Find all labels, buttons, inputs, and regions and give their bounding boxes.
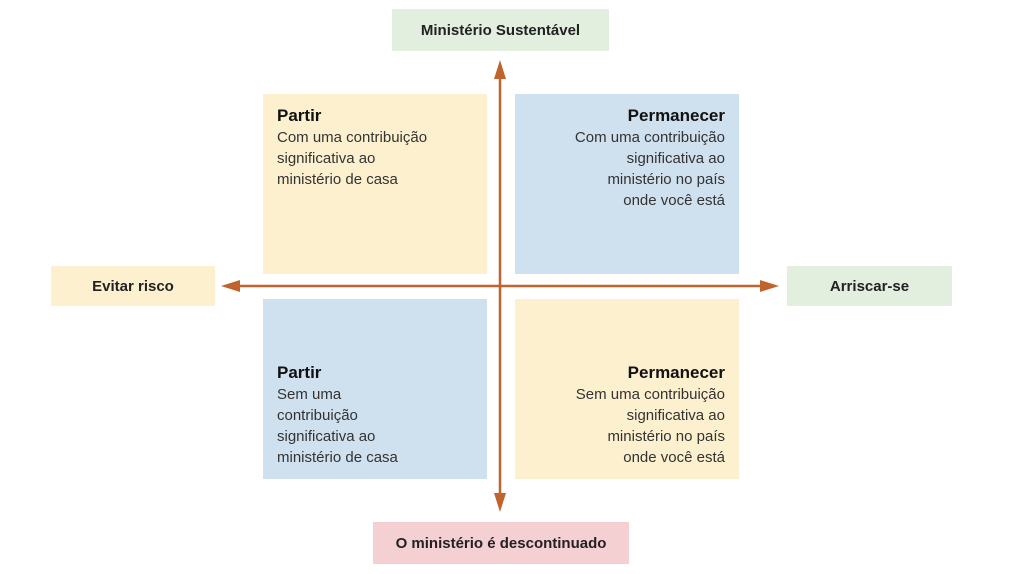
quadrant-text-line: Com uma contribuição	[277, 129, 428, 146]
arrow-right-head	[760, 280, 779, 292]
quadrant-text-line: significativa ao	[277, 150, 376, 167]
quadrant-text-line: Com uma contribuição	[574, 129, 725, 146]
quadrant-title: Partir	[277, 106, 322, 125]
quadrant-text-line: ministério de casa	[277, 449, 398, 466]
quadrant-text-line: significativa ao	[277, 428, 376, 445]
quadrant-text-line: Sem uma	[277, 386, 342, 403]
quadrant-bottom-right: Permanecer Sem uma contribuição signific…	[515, 299, 739, 479]
quadrant-bottom-left: Partir Sem uma contribuição significativ…	[263, 299, 487, 479]
arrow-up-head	[494, 60, 506, 79]
quadrant-title: Permanecer	[627, 106, 725, 125]
quadrant-text-line: onde você está	[623, 449, 725, 466]
quadrant-text-line: significativa ao	[626, 150, 725, 167]
quadrant-top-right: Permanecer Com uma contribuição signific…	[515, 94, 739, 274]
quadrant-text-line: ministério no país	[607, 171, 725, 188]
quadrant-top-left: Partir Com uma contribuição significativ…	[263, 94, 487, 274]
quadrant-text-line: significativa ao	[626, 407, 725, 424]
quadrant-text-line: ministério de casa	[277, 171, 398, 188]
quadrant-title: Partir	[277, 363, 322, 382]
quadrant-text-line: contribuição	[277, 407, 358, 424]
quadrant-title: Permanecer	[627, 363, 725, 382]
label-take-risk: Arriscar-se	[787, 266, 952, 306]
label-sustainable-ministry: Ministério Sustentável	[392, 9, 609, 51]
quadrant-text-line: ministério no país	[607, 428, 725, 445]
label-avoid-risk: Evitar risco	[51, 266, 215, 306]
label-ministry-discontinued: O ministério é descontinuado	[373, 522, 629, 564]
arrow-left-head	[221, 280, 240, 292]
quadrant-text-line: onde você está	[623, 192, 725, 209]
arrow-down-head	[494, 493, 506, 512]
quadrant-text-line: Sem uma contribuição	[575, 386, 725, 403]
